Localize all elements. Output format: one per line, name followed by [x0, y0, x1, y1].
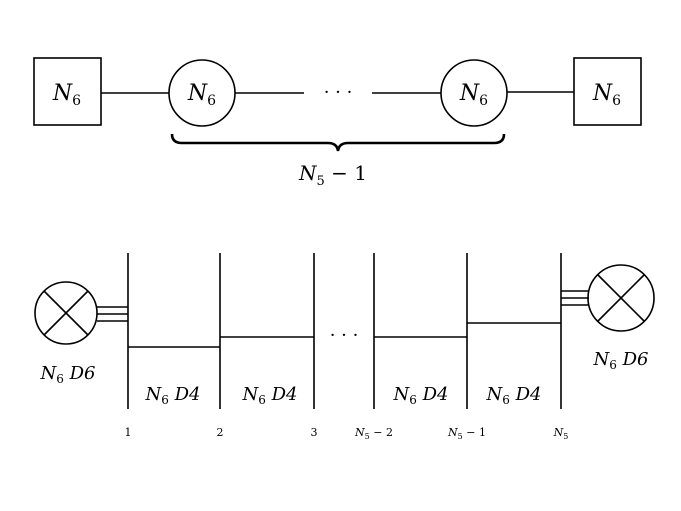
- d4-label-4: N6 D4: [486, 384, 542, 407]
- gauge-node-first-label: N6: [187, 81, 216, 109]
- right-orbifold-label: N6 D6: [593, 349, 649, 372]
- left-orbifold-cross-b: [43, 290, 89, 336]
- quiver: N6 N6 · · · N6 N6 N5 − 1: [33, 57, 642, 189]
- ns5-label-n5: N5: [553, 426, 569, 441]
- d4-label-2: N6 D4: [242, 384, 298, 407]
- gauge-node-last-label: N6: [459, 81, 488, 109]
- ns5-label-n5-minus-1: N5 − 1: [447, 426, 486, 441]
- ns5-label-1: 1: [125, 426, 132, 439]
- gauge-node-last: [440, 59, 508, 127]
- brace-label: N5 − 1: [298, 161, 367, 189]
- left-flavor-box: [33, 57, 102, 126]
- left-orbifold-circle: [34, 281, 98, 345]
- quiver-ellipsis: · · ·: [324, 82, 353, 103]
- ns5-label-n5-minus-2: N5 − 2: [354, 426, 393, 441]
- right-flavor-label: N6: [592, 81, 621, 109]
- right-orbifold-cross-b: [597, 274, 645, 322]
- brane-ellipsis: · · ·: [330, 325, 359, 346]
- left-orbifold-label: N6 D6: [40, 363, 96, 386]
- left-flavor-label: N6: [52, 81, 81, 109]
- right-flavor-box: [573, 57, 642, 126]
- underbrace: [170, 133, 506, 152]
- brane-setup: N6 D6 N6 D6 · · · N6 D4 N6 D4 N6 D4 N6 D…: [34, 253, 655, 441]
- ns5-label-2: 2: [217, 426, 224, 439]
- d4-label-1: N6 D4: [145, 384, 201, 407]
- gauge-node-first: [168, 59, 236, 127]
- ns5-label-3: 3: [311, 426, 318, 439]
- d4-label-3: N6 D4: [393, 384, 449, 407]
